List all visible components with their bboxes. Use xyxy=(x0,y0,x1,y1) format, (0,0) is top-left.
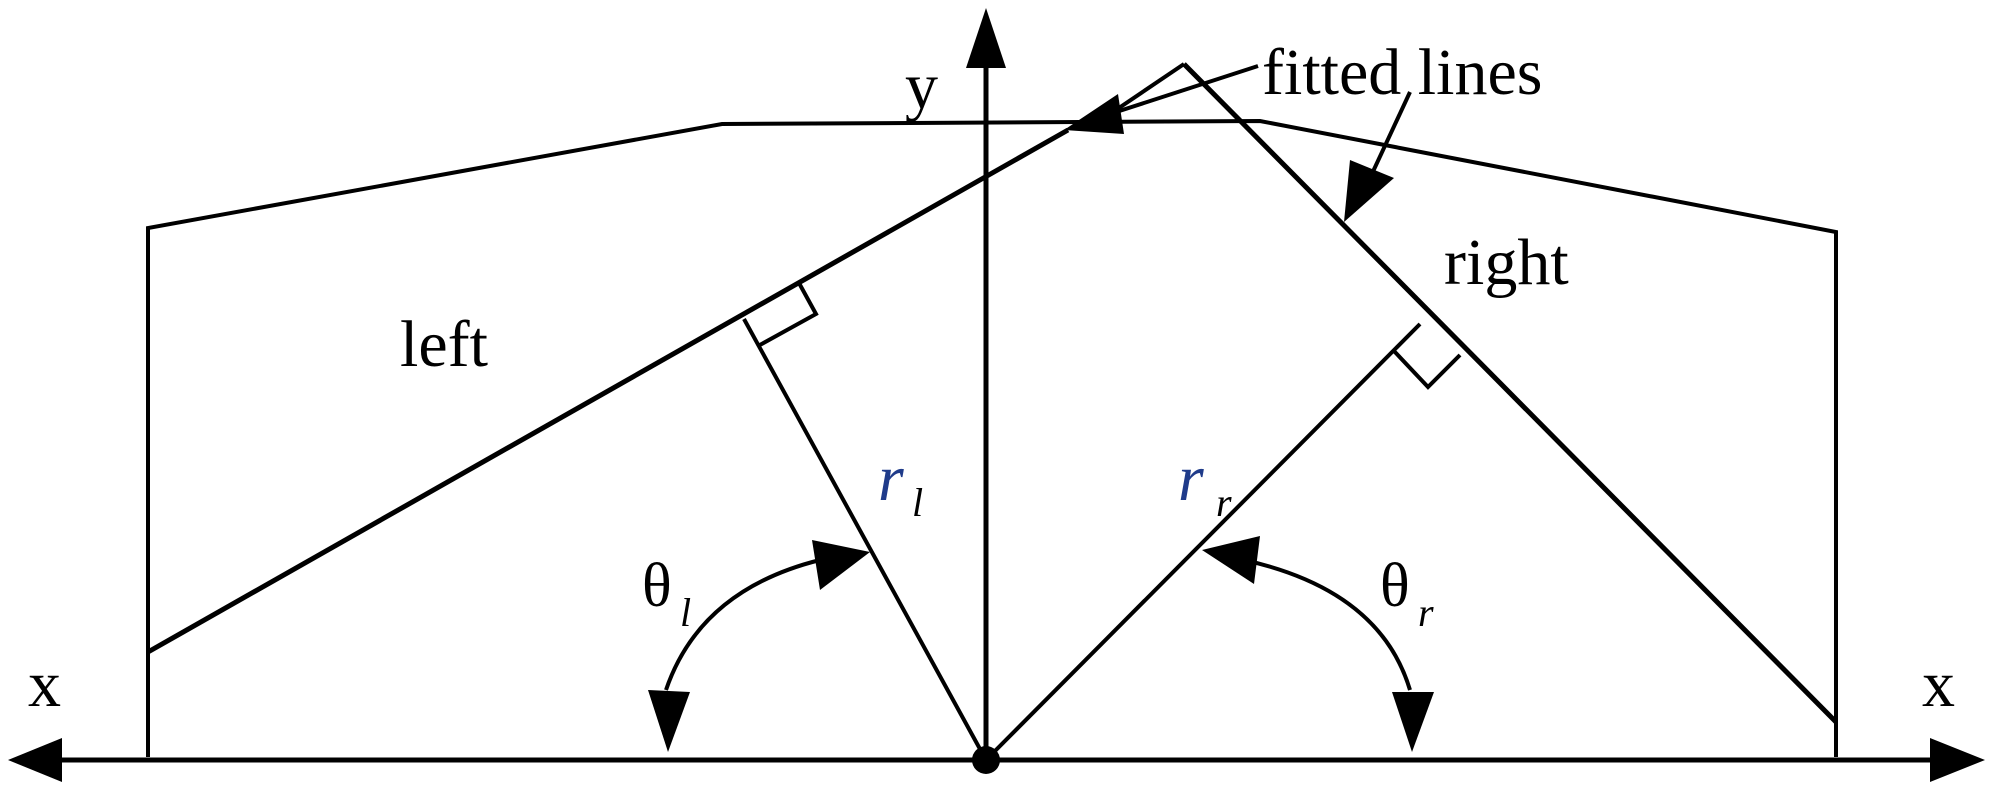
r-left-subscript: l xyxy=(912,480,923,525)
x-axis-label-left: x xyxy=(28,648,61,721)
fitted-lines-arrow-right xyxy=(1344,160,1394,222)
fitted-lines-label: fitted lines xyxy=(1262,36,1542,109)
x-axis-label-right: x xyxy=(1922,648,1955,721)
theta-left-arrow-up xyxy=(812,540,870,590)
fitted-lines-pointer-right xyxy=(1368,91,1412,179)
fitted-lines-pointer-left xyxy=(1109,64,1259,116)
x-axis-arrow-left xyxy=(8,738,62,782)
theta-right-arrow-up xyxy=(1202,536,1260,584)
y-axis-label: y xyxy=(905,50,938,123)
x-axis-arrow-right xyxy=(1930,738,1985,782)
theta-right-symbol: θ xyxy=(1380,552,1410,620)
r-right-symbol: r xyxy=(1178,442,1204,515)
theta-right-subscript: r xyxy=(1418,590,1434,635)
right-fitted-line xyxy=(1182,62,1838,724)
right-region-label: right xyxy=(1444,226,1569,299)
r-left-symbol: r xyxy=(878,442,904,515)
theta-right-arc xyxy=(1243,558,1412,691)
theta-right-arrow-down xyxy=(1392,692,1434,752)
r-right-normal xyxy=(984,322,1422,762)
left-fitted-line xyxy=(146,127,1070,655)
theta-left-subscript: l xyxy=(680,590,691,635)
fitted-lines-arrow-left xyxy=(1064,94,1124,134)
left-region-label: left xyxy=(400,308,488,381)
y-axis-arrow xyxy=(966,8,1006,68)
boundary-outline xyxy=(146,118,1838,757)
r-left-normal xyxy=(742,318,988,761)
theta-left-arc xyxy=(664,558,821,691)
r-right-subscript: r xyxy=(1216,480,1232,525)
right-angle-marker-left xyxy=(757,282,819,348)
theta-left-symbol: θ xyxy=(642,552,672,620)
fitted-lines-pointer-left-2 xyxy=(1108,62,1186,116)
theta-left-arrow-down xyxy=(648,690,690,752)
right-angle-marker-right xyxy=(1392,349,1462,390)
